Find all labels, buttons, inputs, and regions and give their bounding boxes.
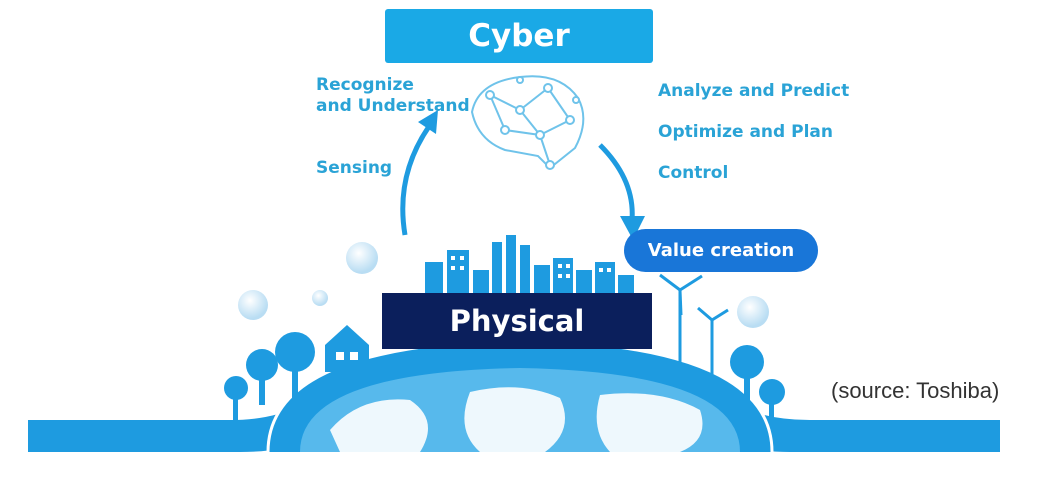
source-note: (source: Toshiba) bbox=[831, 378, 1000, 403]
sensing-label: Sensing bbox=[316, 158, 393, 178]
bubble-icon bbox=[238, 242, 769, 328]
optimize-label: Optimize and Plan bbox=[658, 122, 833, 142]
analyze-label: Analyze and Predict bbox=[658, 81, 850, 101]
brain-network-icon bbox=[470, 75, 585, 170]
control-label: Control bbox=[658, 163, 729, 183]
wind-turbine-icon bbox=[659, 273, 729, 380]
down-arrow-icon bbox=[598, 143, 645, 240]
understand-label: and Understand bbox=[316, 96, 470, 116]
up-arrow-icon bbox=[400, 110, 438, 236]
physical-title: Physical bbox=[382, 293, 652, 349]
city-skyline-icon bbox=[425, 235, 634, 294]
tree-icon bbox=[224, 332, 785, 420]
cyber-title: Cyber bbox=[385, 9, 653, 63]
recognize-label: Recognize bbox=[316, 75, 414, 95]
value-creation-badge: Value creation bbox=[624, 229, 818, 272]
house-icon bbox=[325, 325, 369, 372]
